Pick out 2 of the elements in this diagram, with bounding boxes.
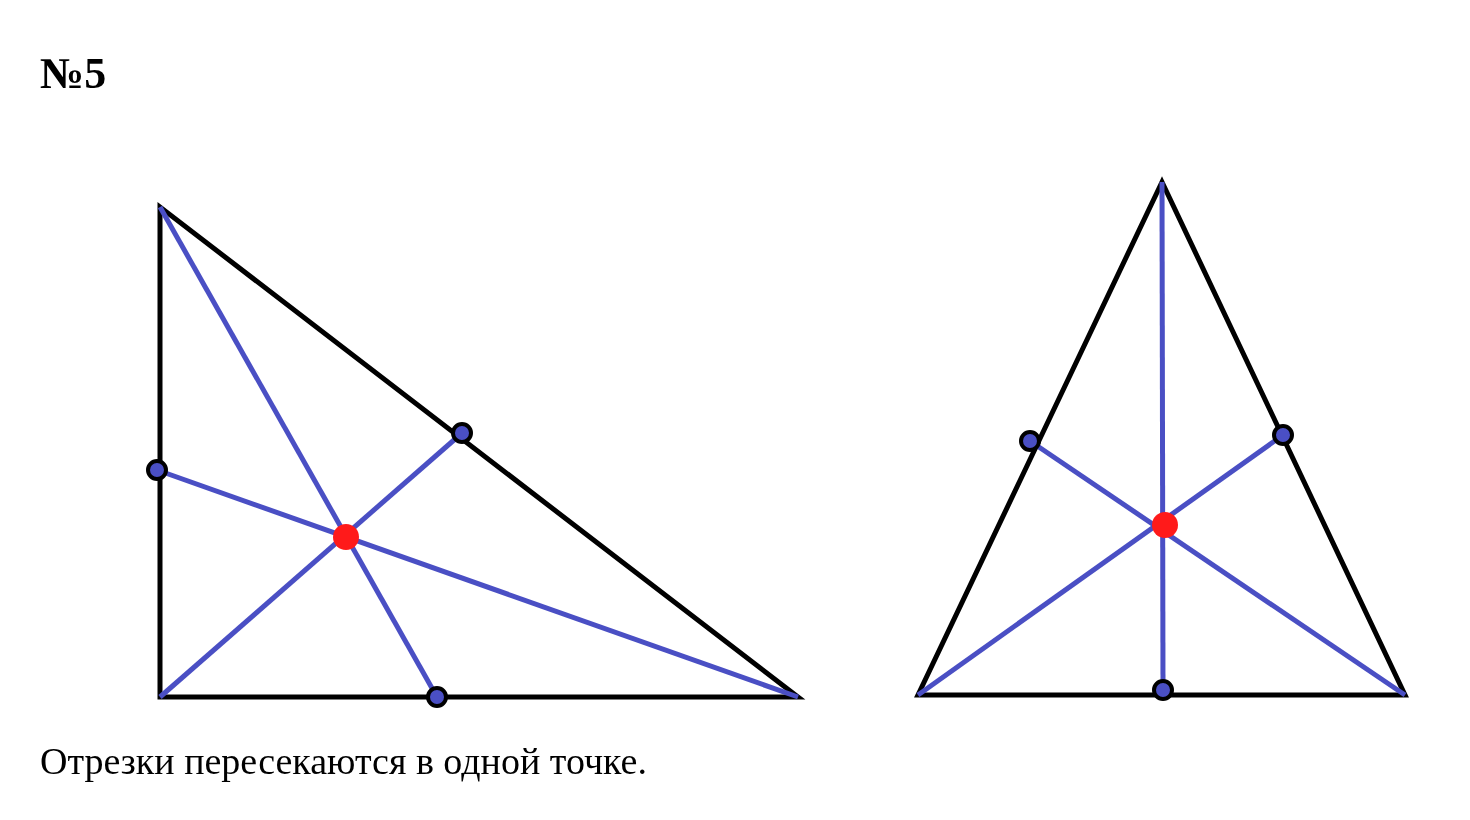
caption: Отрезки пересекаются в одной точке. — [40, 739, 647, 784]
task-number: №5 — [40, 52, 107, 96]
